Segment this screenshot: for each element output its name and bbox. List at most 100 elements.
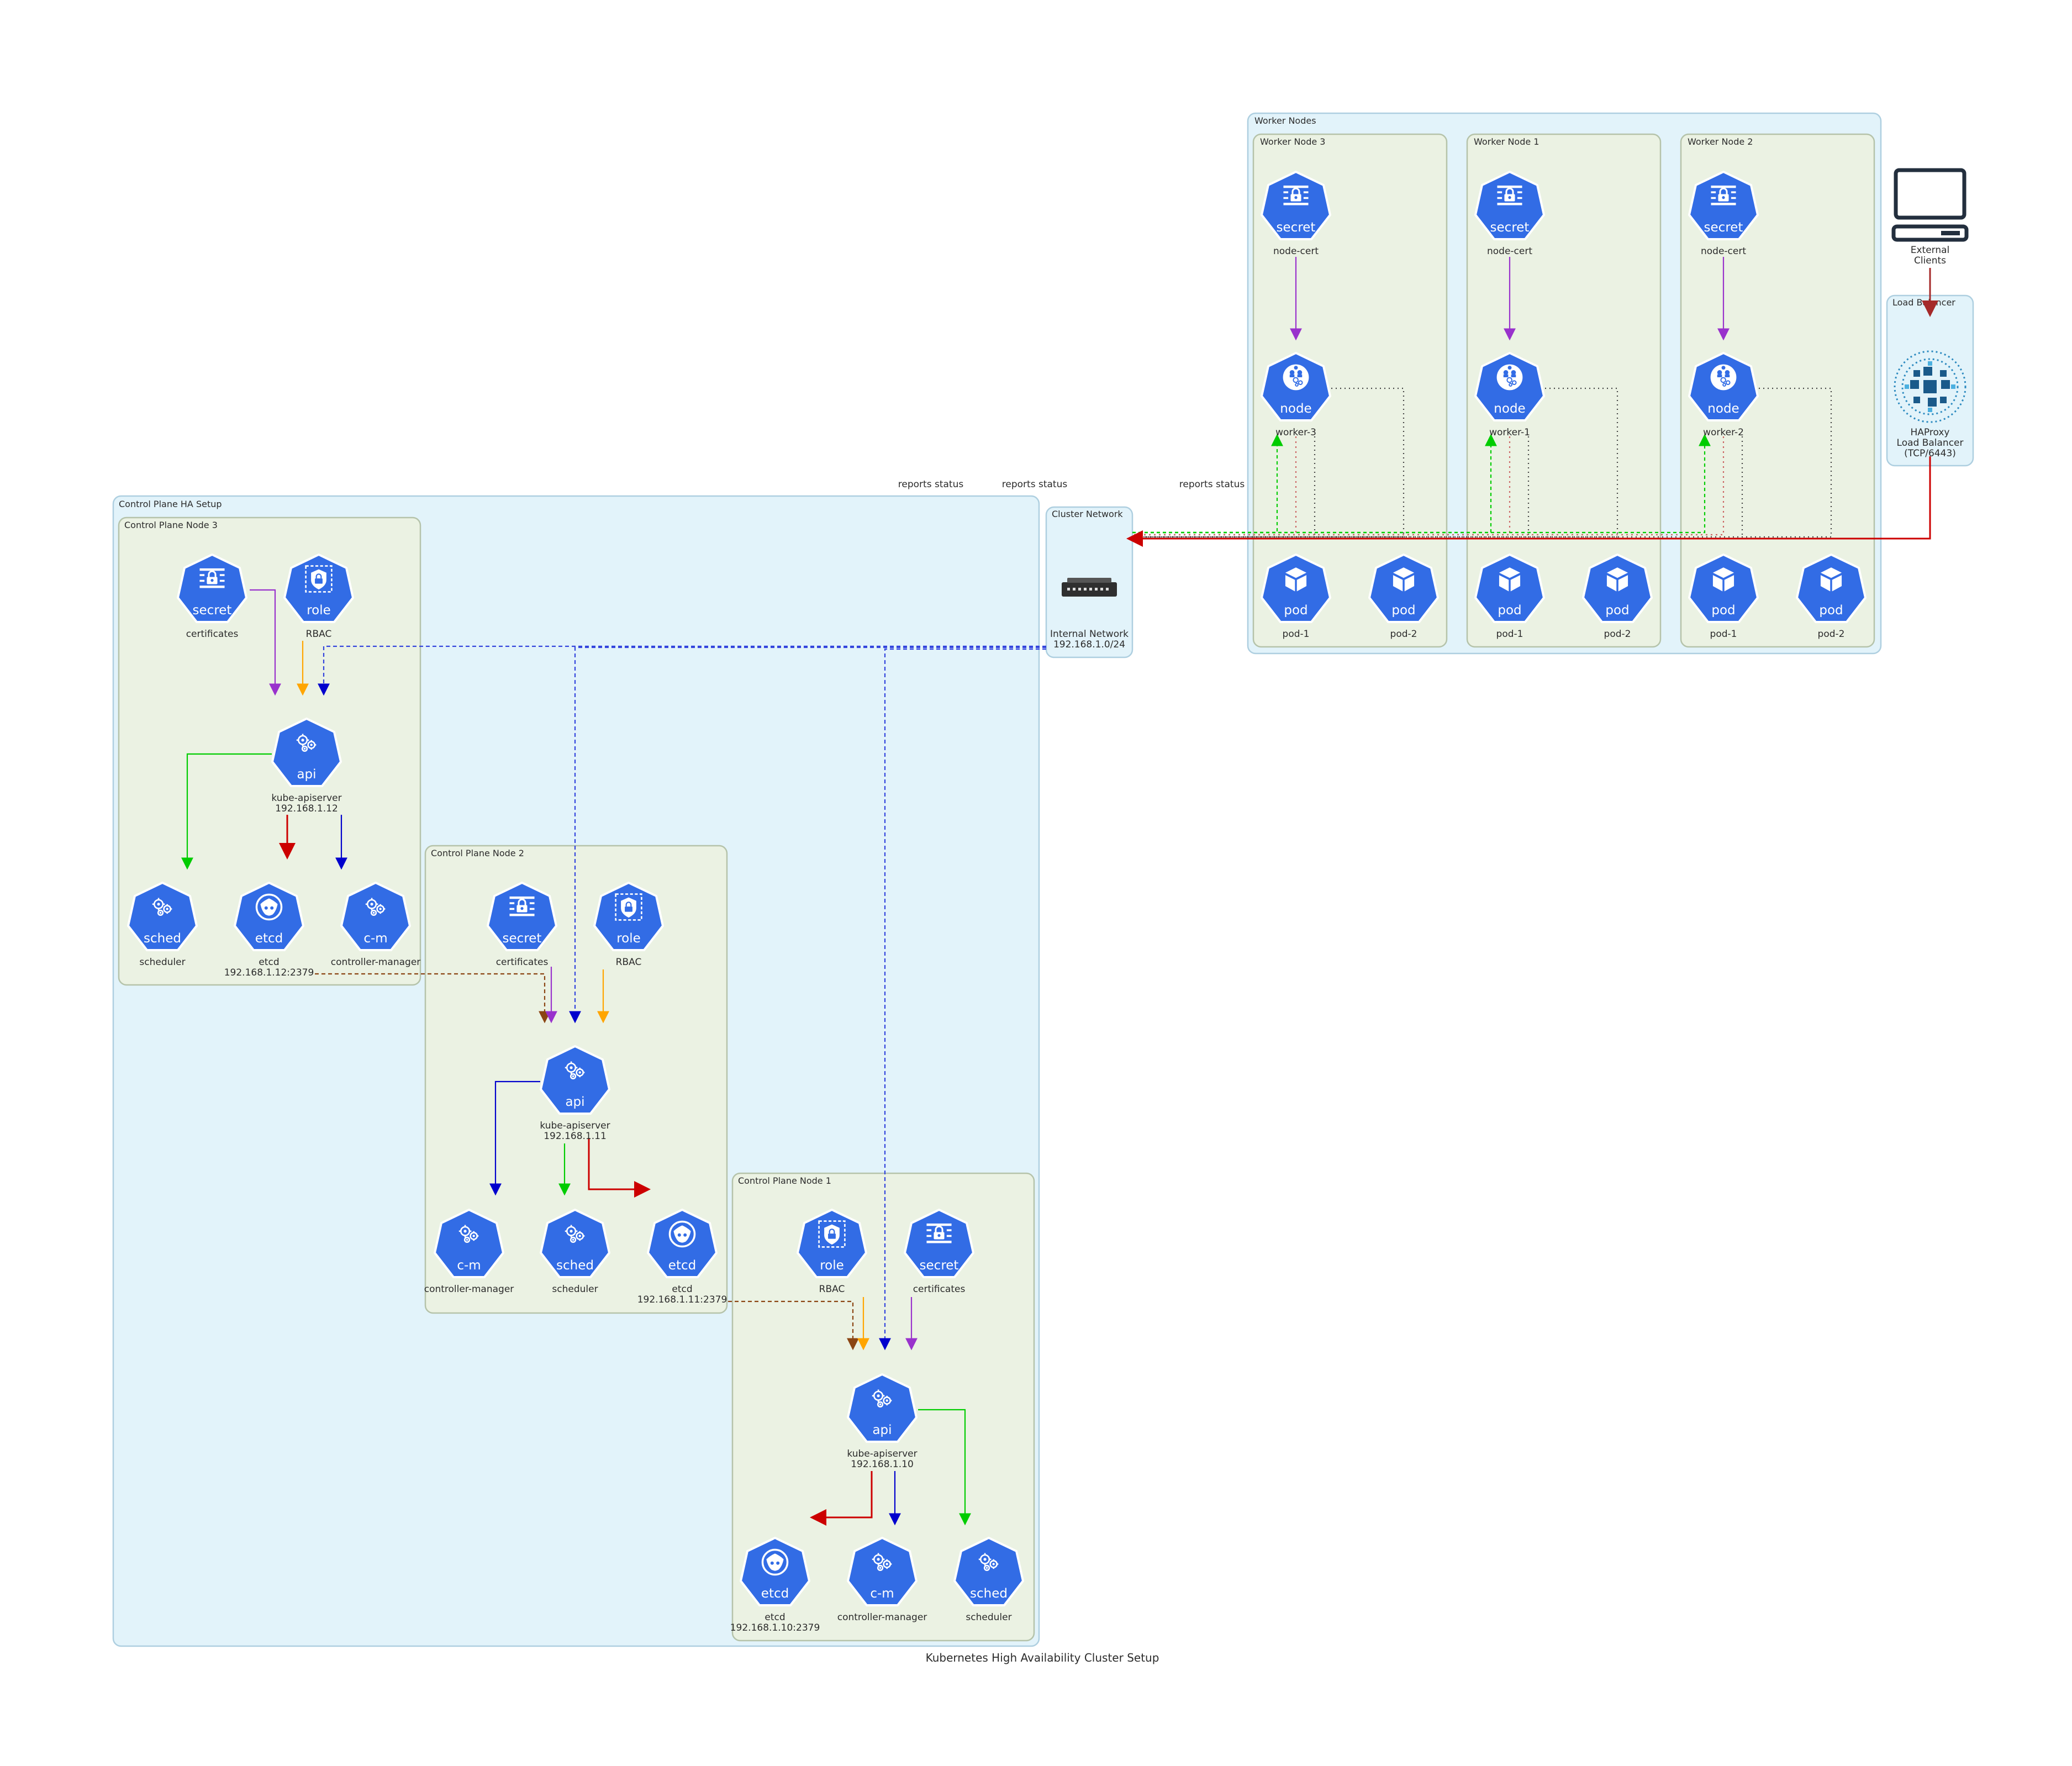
etcd-cp3[interactable]: etcd etcd 192.168.1.12:2379 (224, 882, 314, 978)
edge-etcd2-api1 (728, 1300, 859, 1351)
role-rbac-cp3[interactable]: role RBAC (283, 553, 354, 640)
svg-text:node: node (1280, 402, 1311, 416)
etcd-cp1[interactable]: etcd etcd 192.168.1.10:2379 (730, 1537, 820, 1633)
node-worker3[interactable]: node worker-3 (1261, 352, 1331, 438)
kube-apiserver-cp2[interactable]: api kube-apiserver 192.168.1.11 (540, 1045, 610, 1142)
worker-node-3-cluster: Worker Node 3 (1252, 133, 1448, 648)
scheduler-cp1[interactable]: sched scheduler (953, 1537, 1024, 1623)
secret-certificates-cp2[interactable]: secret certificates (487, 882, 557, 968)
edge-cp1-api-sched (918, 1409, 971, 1526)
scheduler-cp2[interactable]: sched scheduler (540, 1209, 610, 1295)
svg-text:secret: secret (193, 603, 232, 618)
edge-worker1-pod2 (1132, 387, 1618, 538)
edge-label-reports-status-3: reports status (1179, 479, 1245, 490)
edge-cp3-cert-api (250, 589, 281, 696)
pod-2-worker2[interactable]: pod pod-2 (1796, 553, 1867, 640)
svg-text:node: node (1707, 402, 1739, 416)
svg-text:pod-1: pod-1 (1710, 629, 1737, 640)
svg-text:node: node (1494, 402, 1525, 416)
pod-1-worker2[interactable]: pod pod-1 (1688, 553, 1759, 640)
svg-text:secret: secret (1277, 220, 1316, 235)
svg-text:Control Plane HA Setup: Control Plane HA Setup (119, 499, 222, 509)
edges (181, 257, 1938, 1526)
node-icon (1709, 363, 1738, 392)
svg-text:pod: pod (1819, 603, 1843, 618)
edge-net-worker3-green (1132, 434, 1283, 534)
svg-text:controller-manager: controller-manager (837, 1612, 927, 1623)
svg-text:pod: pod (1498, 603, 1521, 618)
secret-node-cert-worker3[interactable]: secret node-cert (1261, 171, 1331, 257)
svg-text:secret: secret (1704, 220, 1743, 235)
svg-text:Clients: Clients (1914, 255, 1946, 266)
svg-text:Internal Network: Internal Network (1050, 629, 1129, 640)
svg-text:pod: pod (1284, 603, 1307, 618)
svg-text:HAProxy: HAProxy (1911, 427, 1950, 438)
kube-apiserver-cp3[interactable]: api kube-apiserver 192.168.1.12 (271, 718, 342, 814)
svg-text:sched: sched (556, 1258, 594, 1273)
svg-text:Control Plane Node 1: Control Plane Node 1 (738, 1175, 831, 1186)
pod-2-worker1[interactable]: pod pod-2 (1582, 553, 1653, 640)
svg-text:RBAC: RBAC (306, 629, 332, 640)
svg-text:Control Plane Node 2: Control Plane Node 2 (431, 848, 524, 858)
kube-apiserver-cp1[interactable]: api kube-apiserver 192.168.1.10 (847, 1373, 918, 1470)
svg-text:api: api (297, 767, 316, 782)
svg-text:etcd: etcd (672, 1284, 692, 1295)
role-rbac-cp2[interactable]: role RBAC (593, 882, 664, 968)
svg-text:c-m: c-m (870, 1586, 894, 1601)
pod-1-worker1[interactable]: pod pod-1 (1474, 553, 1545, 640)
edge-cp2-api-etcd (588, 1138, 651, 1198)
svg-text:192.168.1.12:2379: 192.168.1.12:2379 (224, 967, 314, 978)
svg-text:sched: sched (970, 1586, 1008, 1601)
scheduler-cp3[interactable]: sched scheduler (127, 882, 198, 968)
svg-text:scheduler: scheduler (552, 1284, 598, 1295)
edge-label-reports-status-2: reports status (1002, 479, 1068, 490)
etcd-cp2[interactable]: etcd etcd 192.168.1.11:2379 (637, 1209, 727, 1305)
controller-manager-cp2[interactable]: c-m controller-manager (424, 1209, 514, 1295)
edge-etcd3-api2 (315, 973, 551, 1024)
external-clients[interactable]: External Clients (1891, 168, 1969, 266)
node-worker1[interactable]: node worker-1 (1474, 352, 1545, 438)
svg-text:secret: secret (1490, 220, 1530, 235)
svg-text:pod-1: pod-1 (1496, 629, 1523, 640)
edge-label-reports-status-1: reports status (898, 479, 964, 490)
svg-text:192.168.1.10: 192.168.1.10 (851, 1459, 914, 1470)
node-icon (1282, 363, 1310, 392)
svg-text:etcd: etcd (255, 931, 283, 946)
svg-text:etcd: etcd (765, 1612, 785, 1623)
svg-text:kube-apiserver: kube-apiserver (847, 1448, 917, 1459)
edge-net-worker2-green (1132, 434, 1711, 534)
secret-certificates-cp1[interactable]: secret certificates (904, 1209, 974, 1295)
svg-text:worker-1: worker-1 (1489, 427, 1530, 438)
svg-text:192.168.1.11:2379: 192.168.1.11:2379 (637, 1294, 727, 1305)
secret-node-cert-worker1[interactable]: secret node-cert (1474, 171, 1545, 257)
svg-text:Worker Nodes: Worker Nodes (1254, 115, 1316, 126)
controller-manager-cp1[interactable]: c-m controller-manager (837, 1537, 927, 1623)
pod-2-worker3[interactable]: pod pod-2 (1368, 553, 1439, 640)
role-rbac-cp1[interactable]: role RBAC (797, 1209, 867, 1295)
svg-text:node-cert: node-cert (1701, 246, 1746, 257)
node-icon (1495, 363, 1524, 392)
svg-text:secret: secret (503, 931, 542, 946)
diagram-title: Kubernetes High Availability Cluster Set… (926, 1651, 1159, 1664)
svg-text:role: role (307, 603, 331, 618)
svg-text:192.168.1.12: 192.168.1.12 (275, 803, 338, 814)
svg-text:pod-1: pod-1 (1283, 629, 1310, 640)
svg-text:Control Plane Node 3: Control Plane Node 3 (124, 520, 218, 530)
secret-certificates-cp3[interactable]: secret certificates (177, 553, 247, 640)
svg-text:pod-2: pod-2 (1818, 629, 1845, 640)
svg-text:192.168.1.0/24: 192.168.1.0/24 (1053, 639, 1125, 650)
svg-text:role: role (820, 1258, 844, 1273)
pod-1-worker3[interactable]: pod pod-1 (1261, 553, 1331, 640)
node-worker2[interactable]: node worker-2 (1688, 352, 1759, 438)
internal-network[interactable]: Internal Network 192.168.1.0/24 (1050, 578, 1129, 650)
controller-manager-cp3[interactable]: c-m controller-manager (331, 882, 421, 968)
haproxy-load-balancer[interactable]: HAProxy Load Balancer (TCP/6443) (1894, 350, 1966, 459)
svg-text:controller-manager: controller-manager (331, 957, 421, 968)
svg-text:node-cert: node-cert (1487, 246, 1532, 257)
svg-text:c-m: c-m (457, 1258, 481, 1273)
svg-text:etcd: etcd (259, 957, 279, 968)
svg-text:Worker Node 3: Worker Node 3 (1260, 136, 1325, 147)
secret-node-cert-worker2[interactable]: secret node-cert (1688, 171, 1759, 257)
edge-cp2-api-cm (489, 1080, 540, 1196)
svg-text:c-m: c-m (363, 931, 387, 946)
